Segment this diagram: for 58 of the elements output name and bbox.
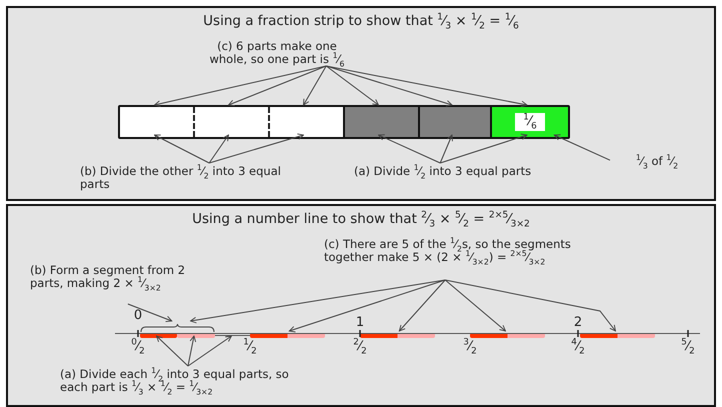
axis-label: 2 — [572, 316, 584, 329]
callout-text: (a) Divide $^{1}$⁄$_{2}$ into 3 equal parts — [354, 165, 534, 193]
callout-text: $^{1}$⁄$_{3}$ of $^{1}$⁄$_{2}$ — [612, 155, 702, 173]
arrow — [326, 66, 379, 106]
strip-part — [120, 107, 193, 137]
line-segment — [140, 333, 177, 338]
arrow — [398, 280, 446, 332]
axis-label: $^{1}$⁄$_{2}$ — [242, 340, 258, 353]
axis-label: $^{3}$⁄$_{2}$ — [462, 340, 478, 353]
axis-label: 0 — [132, 309, 144, 322]
arrow — [444, 280, 506, 332]
arrow — [127, 304, 172, 322]
diagram-panel — [6, 6, 716, 201]
arrow — [288, 280, 446, 332]
arrow — [326, 66, 528, 108]
strip-part — [343, 107, 418, 137]
arrow — [154, 134, 210, 164]
bracketed-segment — [140, 323, 215, 338]
panel-title: Using a number line to show that $^{2}$⁄$_{3}$ × $^{5}$⁄$_{2}$ = $^{2×5}$⁄$_{3×2}$ — [191, 211, 531, 227]
line-segment — [250, 333, 325, 338]
axis-label: $^{5}$⁄$_{2}$ — [680, 340, 696, 353]
arrow — [208, 133, 304, 164]
callout-text: (a) Divide each $^{1}$⁄$_{2}$ into 3 equal parts, so each part is $^{1}$⁄$_{3}$ × $^{1}$⁄$_{2}$ = $^{1}$⁄$_{3×2}$ — [60, 368, 310, 407]
callout-text: (b) Form a segment from 2 parts, making 2 × $^{1}$⁄$_{3×2}$ — [30, 264, 215, 306]
arrow — [190, 280, 446, 324]
diagram-panel — [6, 204, 716, 407]
strip-part — [193, 107, 268, 137]
strip-part — [418, 107, 490, 137]
axis-label: $^{0}$⁄$_{2}$ — [130, 340, 146, 353]
arrow — [303, 66, 327, 106]
number-line-part — [215, 333, 252, 338]
line-segment — [470, 333, 545, 338]
arrow — [378, 134, 441, 164]
strip-part — [490, 107, 568, 137]
callout-text: (c) 6 parts make one whole, so one part is $^{1}$⁄$_{6}$ — [197, 40, 357, 68]
arrow — [326, 66, 452, 106]
arrow — [154, 66, 327, 107]
line-segment — [177, 333, 215, 338]
fraction-label: $^{1}$⁄$_{6}$ — [515, 113, 545, 131]
strip-part — [268, 107, 343, 137]
arrow — [156, 336, 188, 366]
arrow — [440, 134, 528, 164]
arrow — [228, 66, 327, 106]
arrow — [440, 134, 453, 164]
line-segment — [580, 333, 655, 338]
panel-title: Using a fraction strip to show that $^{1}$⁄$_{3}$ × $^{1}$⁄$_{2}$ = $^{1}$⁄$_{6}$ — [202, 13, 520, 29]
arrow — [554, 134, 610, 161]
callout-text: (c) There are 5 of the $^{1}$⁄$_{2}$s, so the segments together make 5 × (2 × $^{1}$⁄$_{3×2}$) = $^{2×5}$⁄$_{3×2}$ — [324, 238, 579, 282]
callout-text: (b) Divide the other $^{1}$⁄$_{2}$ into 3 equal parts — [80, 165, 295, 193]
line-segment — [118, 105, 570, 139]
axis-label: 1 — [354, 316, 366, 329]
line-segment — [360, 333, 435, 338]
axis-label: $^{4}$⁄$_{2}$ — [570, 340, 586, 353]
arrow — [208, 134, 229, 164]
arrow — [188, 336, 232, 366]
arrow — [444, 280, 616, 332]
arrow — [188, 336, 196, 366]
axis-label: $^{2}$⁄$_{2}$ — [352, 340, 368, 353]
